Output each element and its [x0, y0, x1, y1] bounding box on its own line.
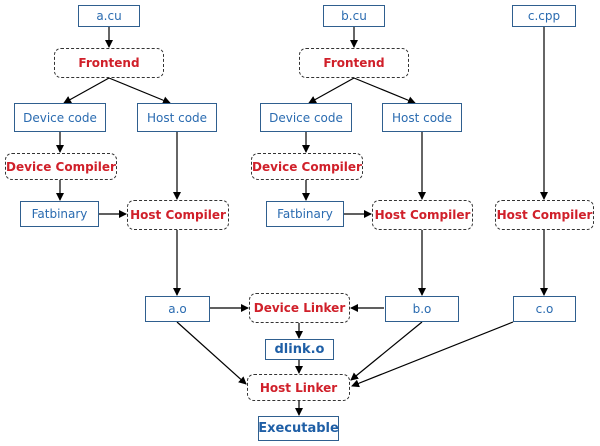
- file-node-device-code-a: Device code: [14, 103, 106, 132]
- tool-node-frontend-a: Frontend: [54, 48, 164, 78]
- file-node-a-cu: a.cu: [78, 5, 140, 27]
- file-node-c-cpp: c.cpp: [512, 5, 576, 27]
- file-node-fatbinary-a: Fatbinary: [20, 201, 99, 227]
- tool-node-host-compiler-a: Host Compiler: [127, 200, 229, 230]
- edge-frontend-hostcode-a: [108, 77, 171, 105]
- tool-node-host-compiler-c: Host Compiler: [495, 200, 594, 230]
- edge-co-hostlinker: [351, 321, 514, 388]
- tool-node-device-linker: Device Linker: [249, 293, 350, 323]
- file-node-host-code-a: Host code: [137, 103, 217, 132]
- edge-bo-hostlinker: [350, 321, 423, 381]
- output-node-dlink-o: dlink.o: [265, 339, 334, 360]
- edge-ao-hostlinker: [176, 321, 247, 385]
- file-node-b-cu: b.cu: [323, 5, 385, 27]
- file-node-fatbinary-b: Fatbinary: [266, 201, 344, 227]
- file-node-a-o: a.o: [145, 296, 210, 322]
- edge-frontend-devicecode-b: [308, 77, 355, 104]
- file-node-host-code-b: Host code: [382, 103, 462, 132]
- tool-node-frontend-b: Frontend: [299, 48, 409, 78]
- file-node-c-o: c.o: [513, 296, 576, 322]
- edge-frontend-devicecode-a: [63, 77, 110, 104]
- output-node-executable: Executable: [258, 416, 339, 441]
- tool-node-host-compiler-b: Host Compiler: [372, 200, 473, 230]
- tool-node-device-compiler-a: Device Compiler: [5, 153, 117, 180]
- tool-node-device-compiler-b: Device Compiler: [251, 153, 363, 180]
- file-node-device-code-b: Device code: [260, 103, 352, 132]
- tool-node-host-linker: Host Linker: [247, 374, 350, 401]
- edge-frontend-hostcode-b: [353, 77, 416, 105]
- file-node-b-o: b.o: [385, 296, 459, 322]
